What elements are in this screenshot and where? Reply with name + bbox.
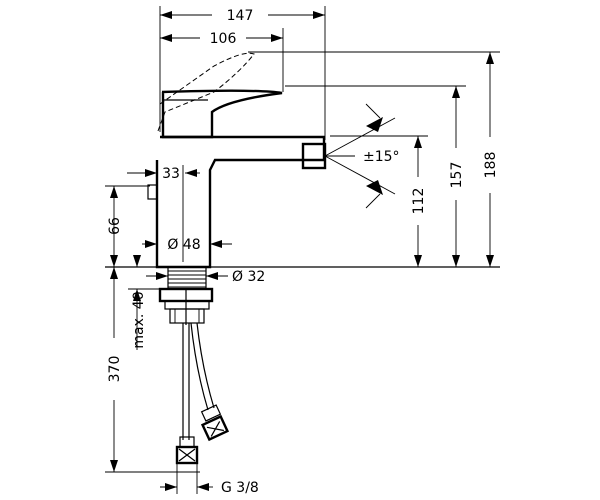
dim-base-diameter: Ø 48 [142, 237, 232, 253]
dim-height-outlet: 112 [330, 135, 428, 267]
dim-base-height: 66 [105, 185, 150, 267]
dim-angle-label: ±15° [363, 149, 400, 165]
dim-32-label: Ø 32 [232, 269, 265, 285]
faucet-body [147, 52, 327, 269]
dim-max-thickness: max. 40 [128, 255, 162, 350]
dim-hose-length: 370 [105, 267, 200, 473]
dim-body-offset: 33 [127, 165, 200, 182]
dim-shank-diameter: Ø 32 [146, 269, 265, 285]
dim-147-label: 147 [227, 8, 254, 24]
dim-188-label: 188 [483, 152, 499, 179]
dim-height-handle: 157 [285, 85, 466, 267]
dim-66-label: 66 [107, 217, 123, 235]
dim-thread-label: G 3/8 [221, 480, 259, 496]
dim-spout-width: 106 [160, 28, 284, 92]
dim-112-label: 112 [411, 188, 427, 215]
dim-48-label: Ø 48 [167, 237, 200, 253]
dim-angle: ±15° [324, 103, 400, 209]
dim-370-label: 370 [107, 356, 123, 383]
mounting-shank [158, 266, 214, 325]
dim-max40-label: max. 40 [131, 291, 147, 348]
dim-157-label: 157 [449, 162, 465, 189]
dim-33-label: 33 [162, 166, 180, 182]
dim-height-total: 188 [248, 51, 500, 267]
dim-thread: G 3/8 [160, 463, 259, 496]
supply-hoses [175, 322, 230, 465]
dim-106-label: 106 [210, 31, 237, 47]
dim-overall-width: 147 [159, 6, 326, 140]
